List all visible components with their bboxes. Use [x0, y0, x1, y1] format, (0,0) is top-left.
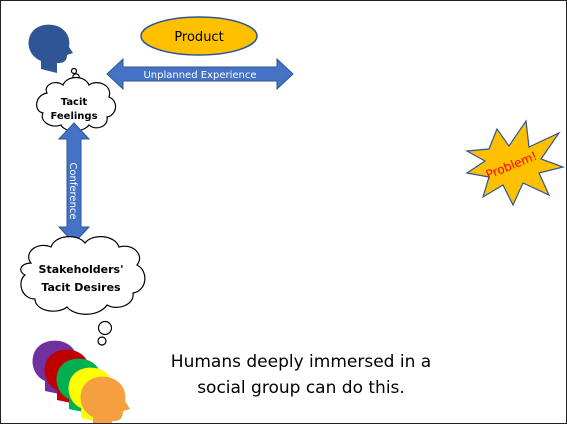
- conference-arrow: [57, 122, 91, 244]
- product-ellipse: [140, 16, 258, 56]
- stakeholder-head-icon: [80, 376, 130, 423]
- stakeholders-line2: Tacit Desires: [41, 281, 121, 294]
- tacit-feelings-line1: Tacit: [61, 97, 88, 108]
- conference-label: Conference: [67, 162, 78, 219]
- stakeholders-cloud: [20, 236, 146, 315]
- caption-line2: social group can do this.: [197, 378, 405, 398]
- tacit-feelings-line2: Feelings: [50, 111, 97, 122]
- tacit-feelings-cloud: [36, 76, 117, 132]
- problem-burst: [465, 119, 566, 207]
- caption: Humans deeply immersed in a social group…: [151, 349, 451, 401]
- unplanned-experience-label: Unplanned Experience: [143, 70, 256, 81]
- thought-dot: [70, 67, 78, 75]
- thought-dot: [97, 336, 107, 346]
- thought-dot: [97, 320, 113, 336]
- caption-line1: Humans deeply immersed in a: [170, 352, 432, 372]
- stakeholder-heads: [32, 340, 130, 423]
- product-label: Product: [174, 30, 223, 45]
- person-head-icon: [28, 24, 73, 73]
- unplanned-experience-arrow: [106, 57, 294, 91]
- stakeholders-line1: Stakeholders': [39, 263, 124, 276]
